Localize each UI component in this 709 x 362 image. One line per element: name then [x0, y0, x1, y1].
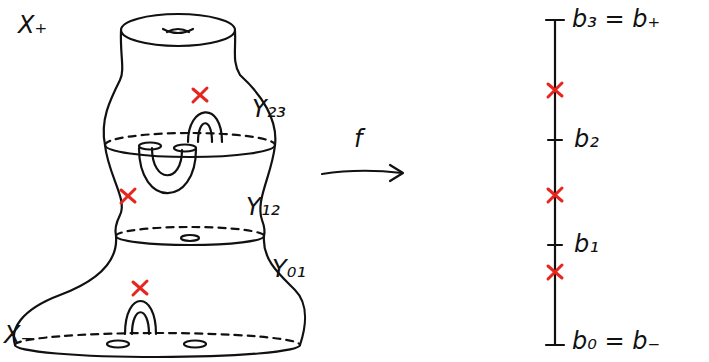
- drawing-stroke: [264, 236, 305, 345]
- drawing-stroke: [133, 281, 147, 295]
- drawing-stroke: [132, 312, 149, 334]
- map-label: f: [354, 126, 362, 152]
- drawing-stroke: [167, 29, 189, 32]
- drawing-stroke: [121, 189, 135, 203]
- drawing-stroke: [15, 345, 300, 357]
- drawing-stroke: [546, 344, 564, 346]
- drawing-stroke: [152, 148, 182, 175]
- drawing-stroke: [181, 235, 199, 241]
- drawing-stroke: [116, 236, 264, 245]
- drawing-stroke: [548, 139, 562, 141]
- piece-label: Y₀₁: [272, 256, 306, 282]
- drawing-stroke: [15, 333, 300, 345]
- drawing-stroke: [163, 29, 193, 33]
- drawing-stroke: [390, 165, 403, 181]
- boundary-label: X₋: [4, 322, 33, 348]
- level-label: b₀ = b₋: [572, 328, 660, 354]
- drawing-stroke: [105, 145, 122, 236]
- level-label: b₂: [574, 126, 599, 152]
- piece-label: Y₂₃: [252, 96, 286, 122]
- surface-drawing: [14, 14, 564, 357]
- drawing-stroke: [260, 145, 275, 236]
- drawing-stroke: [548, 83, 562, 97]
- drawing-stroke: [546, 19, 564, 21]
- drawing-stroke: [139, 148, 196, 193]
- drawing-stroke: [121, 14, 235, 46]
- drawing-stroke: [548, 244, 562, 246]
- drawing-stroke: [235, 31, 276, 145]
- drawing-stroke: [184, 341, 206, 348]
- drawing-stroke: [105, 133, 275, 145]
- drawing-stroke: [193, 88, 207, 102]
- drawing-stroke: [104, 31, 123, 145]
- drawing-stroke: [322, 171, 402, 174]
- drawing-stroke: [554, 20, 556, 345]
- level-label: b₃ = b₊: [572, 6, 660, 32]
- drawing-stroke: [174, 145, 196, 152]
- drawing-stroke: [548, 188, 562, 202]
- piece-label: Y₁₂: [246, 194, 280, 220]
- drawing-stroke: [139, 143, 161, 150]
- drawing-stroke: [188, 112, 222, 142]
- level-label: b₁: [574, 231, 599, 257]
- boundary-label: X₊: [18, 12, 47, 38]
- drawing-stroke: [125, 301, 156, 334]
- critical-point-marks: [121, 83, 562, 295]
- drawing-stroke: [548, 265, 562, 279]
- drawing-stroke: [105, 145, 275, 157]
- drawing-stroke: [107, 341, 129, 348]
